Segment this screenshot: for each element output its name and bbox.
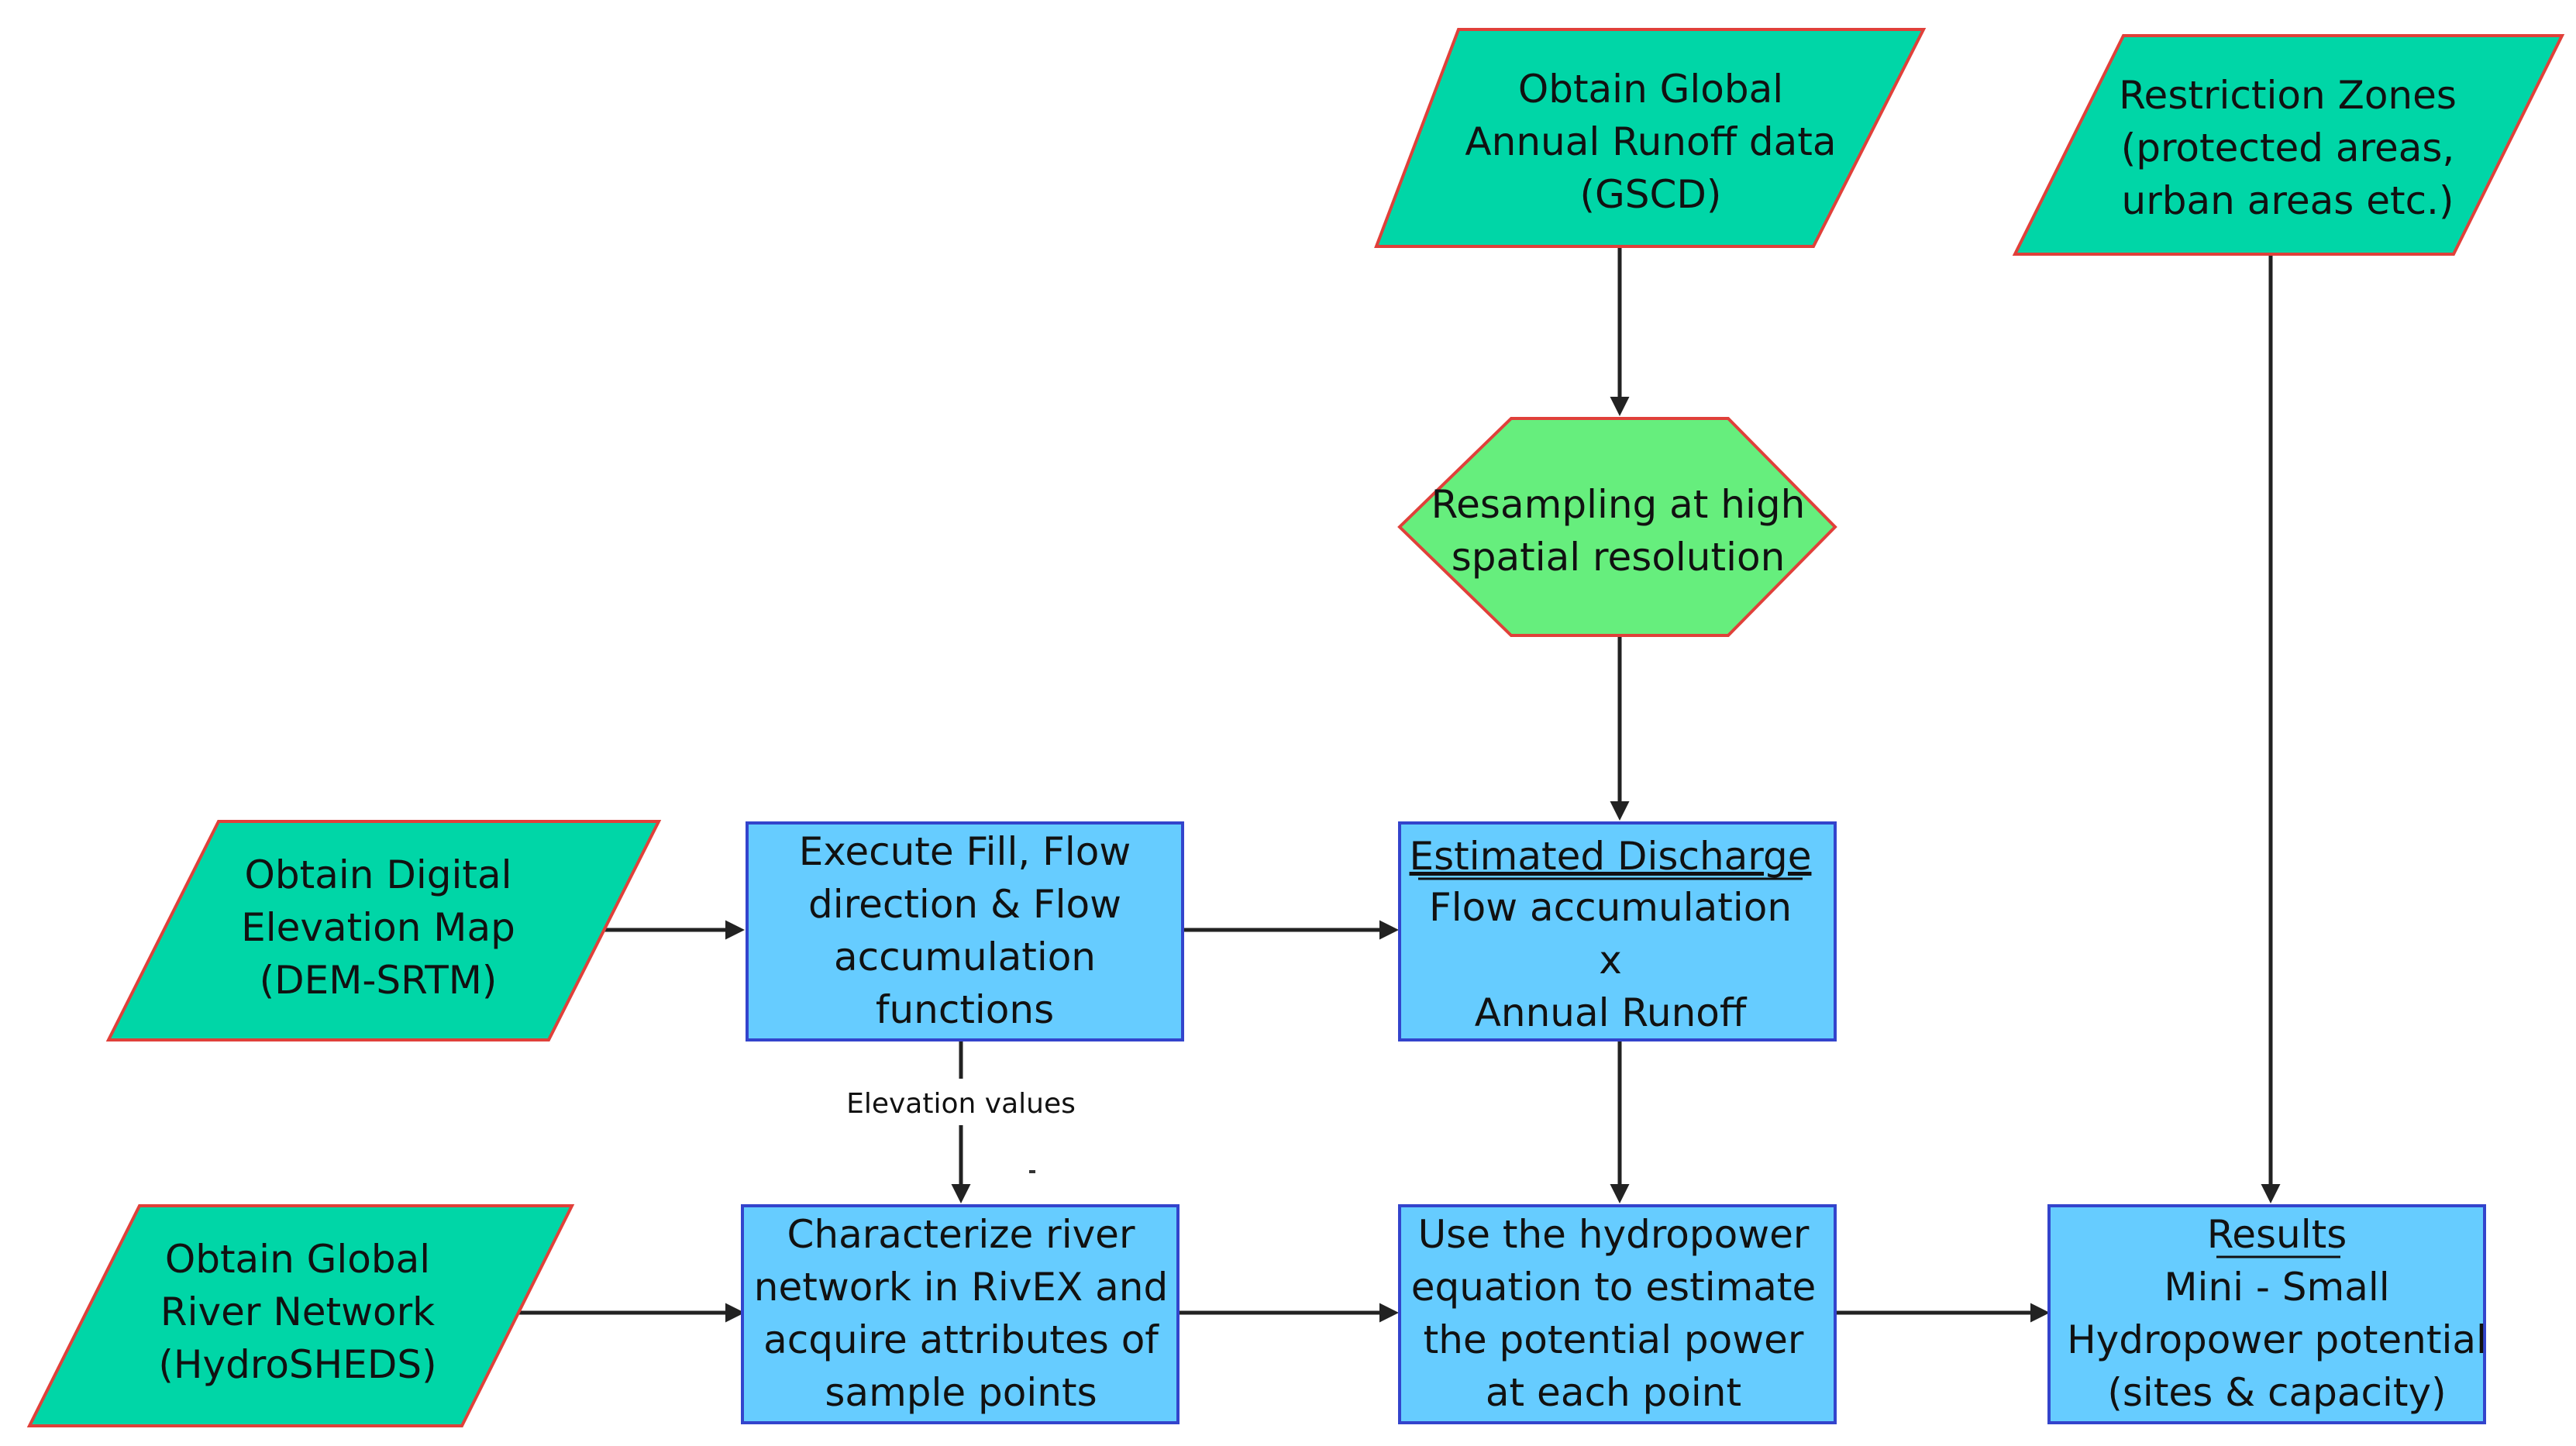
- node-discharge: Estimated Discharge Flow accumulation x …: [1398, 821, 1837, 1041]
- hydropower-line-3: the potential power: [1424, 1317, 1804, 1362]
- results-line-1: Mini - Small: [2164, 1265, 2389, 1310]
- characterize-line-1: Characterize river: [787, 1212, 1135, 1257]
- discharge-line-1: Flow accumulation: [1429, 885, 1792, 930]
- results-heading: Results: [2207, 1212, 2347, 1257]
- fillflow-line-4: functions: [876, 987, 1054, 1032]
- results-line-3: (sites & capacity): [2107, 1370, 2446, 1415]
- dem-line-3: (DEM-SRTM): [260, 958, 498, 1003]
- characterize-line-2: network in RivEX and: [754, 1265, 1168, 1310]
- fillflow-line-3: accumulation: [834, 935, 1096, 979]
- resampling-line-1: Resampling at high: [1431, 482, 1806, 527]
- runoff-line-1: Obtain Global: [1518, 67, 1783, 112]
- node-hydropower-equation: Use the hydropower equation to estimate …: [1398, 1204, 1837, 1424]
- discharge-heading: Estimated Discharge: [1410, 834, 1812, 879]
- node-resampling: Resampling at high spatial resolution: [1397, 417, 1837, 637]
- results-line-2: Hydropower potential: [2067, 1317, 2487, 1362]
- river-line-3: (HydroSHEDS): [158, 1342, 436, 1387]
- node-runoff-data: Obtain Global Annual Runoff data (GSCD): [1374, 28, 1927, 248]
- restriction-line-3: urban areas etc.): [2122, 178, 2454, 223]
- node-results: Results Mini - Small Hydropower potentia…: [2047, 1204, 2487, 1424]
- river-line-1: Obtain Global: [165, 1237, 430, 1282]
- stray-dot: [1029, 1170, 1035, 1173]
- node-characterize: Characterize river network in RivEX and …: [741, 1204, 1180, 1424]
- runoff-line-2: Annual Runoff data: [1465, 119, 1836, 164]
- characterize-line-4: sample points: [825, 1370, 1097, 1415]
- restriction-line-1: Restriction Zones: [2119, 73, 2457, 118]
- edges: [516, 248, 2281, 1323]
- node-river-network: Obtain Global River Network (HydroSHEDS): [26, 1204, 575, 1427]
- resampling-line-2: spatial resolution: [1452, 535, 1786, 580]
- runoff-line-3: (GSCD): [1580, 172, 1722, 217]
- discharge-line-2: x: [1599, 938, 1622, 983]
- edge-label-elevation-values: Elevation values: [846, 1088, 1076, 1120]
- dem-line-2: Elevation Map: [241, 905, 515, 950]
- fillflow-line-1: Execute Fill, Flow: [799, 829, 1131, 874]
- hydropower-line-1: Use the hydropower: [1418, 1212, 1810, 1257]
- dem-line-1: Obtain Digital: [245, 852, 512, 897]
- discharge-line-3: Annual Runoff: [1475, 990, 1748, 1035]
- node-fill-flow: Execute Fill, Flow direction & Flow accu…: [746, 821, 1184, 1041]
- characterize-line-3: acquire attributes of: [763, 1317, 1159, 1362]
- hydropower-line-2: equation to estimate: [1411, 1265, 1817, 1310]
- node-dem: Obtain Digital Elevation Map (DEM-SRTM): [105, 820, 662, 1041]
- restriction-line-2: (protected areas,: [2121, 126, 2455, 170]
- river-line-2: River Network: [160, 1289, 435, 1334]
- node-restriction-zones: Restriction Zones (protected areas, urba…: [2012, 34, 2565, 256]
- edge-label-bg: [814, 1079, 1108, 1125]
- hydropower-line-4: at each point: [1486, 1370, 1741, 1415]
- fillflow-line-2: direction & Flow: [808, 882, 1121, 927]
